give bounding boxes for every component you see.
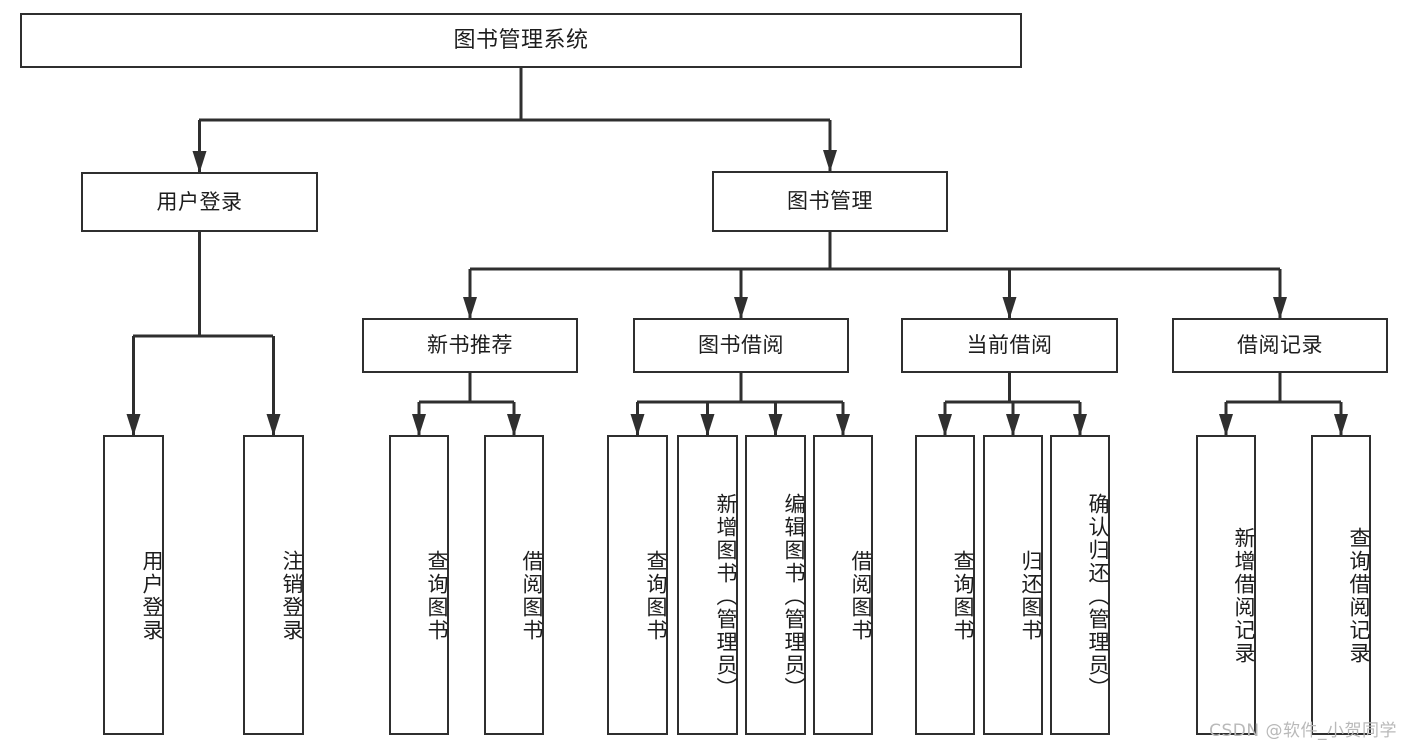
node-l-bo-query[interactable]: 查询图书 (607, 435, 668, 735)
node-l-login[interactable]: 用户登录 (103, 435, 164, 735)
node-label: 新增借阅记录 (1232, 527, 1256, 665)
node-current[interactable]: 当前借阅 (901, 318, 1118, 373)
node-l-logout[interactable]: 注销登录 (243, 435, 304, 735)
node-label: 查询图书 (644, 550, 668, 642)
node-l-re-query[interactable]: 查询借阅记录 (1311, 435, 1371, 735)
arrowhead-login (192, 151, 207, 173)
node-label: 当前借阅 (966, 333, 1053, 358)
node-records[interactable]: 借阅记录 (1172, 318, 1388, 373)
node-label: 归还图书 (1019, 550, 1043, 642)
node-bookmgmt[interactable]: 图书管理 (712, 171, 948, 232)
node-label: 注销登录 (280, 550, 304, 642)
node-root[interactable]: 图书管理系统 (20, 13, 1022, 68)
arrowhead-l-logout (266, 414, 281, 436)
node-l-bo-add[interactable]: 新增图书（管理员） (677, 435, 738, 735)
arrowhead-newbook (463, 297, 477, 319)
node-label: 图书管理系统 (453, 27, 589, 53)
node-label: 查询借阅记录 (1347, 527, 1371, 665)
node-l-bo-edit[interactable]: 编辑图书（管理员） (745, 435, 806, 735)
arrowhead-l-bo-edit (768, 414, 783, 436)
arrowhead-borrow (734, 297, 748, 319)
node-login[interactable]: 用户登录 (81, 172, 318, 232)
node-label: 新增图书（管理员） (714, 492, 738, 700)
node-l-nb-borrow[interactable]: 借阅图书 (484, 435, 544, 735)
node-label: 图书借阅 (698, 333, 784, 358)
node-l-cu-return[interactable]: 归还图书 (983, 435, 1043, 735)
arrowhead-l-cu-conf (1073, 414, 1087, 436)
node-l-nb-query[interactable]: 查询图书 (389, 435, 449, 735)
arrowhead-l-re-add (1219, 414, 1233, 436)
node-label: 借阅图书 (849, 550, 873, 642)
node-label: 确认归还（管理员） (1086, 492, 1110, 700)
node-newbook[interactable]: 新书推荐 (362, 318, 578, 373)
node-label: 用户登录 (140, 550, 164, 642)
node-l-bo-borrow[interactable]: 借阅图书 (813, 435, 873, 735)
node-label: 编辑图书（管理员） (782, 492, 806, 700)
arrowhead-l-re-query (1334, 414, 1348, 436)
node-label: 用户登录 (156, 189, 243, 214)
node-label: 图书管理 (787, 189, 873, 214)
arrowhead-bookmgmt (823, 150, 837, 172)
arrowhead-current (1002, 297, 1017, 319)
arrowhead-l-nb-borrow (507, 414, 521, 436)
watermark-text: CSDN @软件_小贺同学 (1209, 721, 1397, 741)
node-l-cu-query[interactable]: 查询图书 (915, 435, 975, 735)
arrowhead-l-bo-query (630, 414, 645, 436)
node-l-re-add[interactable]: 新增借阅记录 (1196, 435, 1256, 735)
arrowhead-l-login (126, 414, 141, 436)
arrowhead-l-bo-borrow (836, 414, 850, 436)
node-borrow[interactable]: 图书借阅 (633, 318, 849, 373)
arrowhead-records (1273, 297, 1287, 319)
node-label: 查询图书 (425, 550, 449, 642)
node-label: 新书推荐 (427, 333, 513, 358)
node-l-cu-conf[interactable]: 确认归还（管理员） (1050, 435, 1110, 735)
arrowhead-l-bo-add (700, 414, 715, 436)
node-label: 借阅记录 (1237, 333, 1323, 358)
arrowhead-l-nb-query (412, 414, 426, 436)
arrowhead-l-cu-query (938, 414, 952, 436)
node-label: 借阅图书 (520, 550, 544, 642)
node-label: 查询图书 (951, 550, 975, 642)
arrowhead-l-cu-return (1006, 414, 1020, 436)
